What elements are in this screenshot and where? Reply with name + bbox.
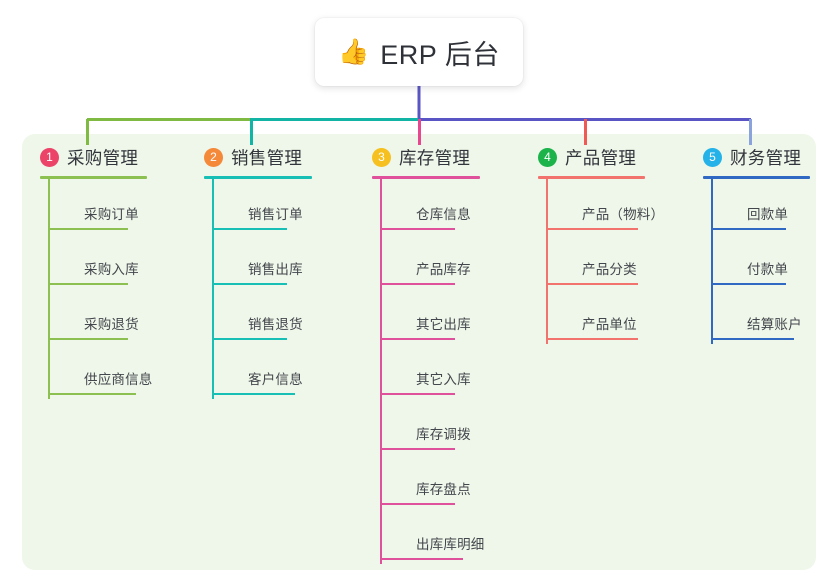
leaf-item-label: 库存盘点 bbox=[416, 482, 471, 497]
column-title: 财务管理 bbox=[730, 147, 802, 168]
leaf-item-label: 付款单 bbox=[747, 262, 789, 277]
leaf-item-underline bbox=[380, 558, 463, 560]
column-header-5[interactable]: 5 财务管理 bbox=[703, 145, 801, 169]
leaf-item-label: 销售订单 bbox=[248, 207, 303, 222]
leaf-item-label: 回款单 bbox=[747, 207, 789, 222]
leaf-item-underline bbox=[380, 338, 455, 340]
column-number-badge: 2 bbox=[204, 147, 223, 167]
leaf-item-label: 客户信息 bbox=[248, 372, 303, 387]
diagram-background-panel bbox=[22, 134, 816, 570]
column-5: 5 财务管理回款单付款单结算账户 bbox=[703, 145, 810, 344]
root-node-card[interactable]: 👍 ERP 后台 bbox=[315, 18, 523, 86]
leaf-item-label: 其它出库 bbox=[416, 317, 471, 332]
column-underline bbox=[204, 176, 312, 179]
leaf-item-underline bbox=[212, 283, 287, 285]
leaf-item-label: 库存调拨 bbox=[416, 427, 471, 442]
leaf-item-underline bbox=[546, 283, 638, 285]
leaf-item-underline bbox=[711, 338, 794, 340]
leaf-item-underline bbox=[380, 393, 455, 395]
leaf-item-label: 供应商信息 bbox=[84, 372, 153, 387]
leaf-item-label: 仓库信息 bbox=[416, 207, 471, 222]
column-spine bbox=[711, 179, 713, 344]
column-spine bbox=[380, 179, 382, 564]
thumbs-up-icon: 👍 bbox=[338, 37, 370, 66]
leaf-item-underline bbox=[48, 393, 136, 395]
leaf-item-underline bbox=[48, 283, 128, 285]
leaf-item-underline bbox=[380, 228, 455, 230]
leaf-item-underline bbox=[48, 338, 128, 340]
leaf-item-label: 产品（物料） bbox=[582, 207, 665, 222]
leaf-item-underline bbox=[48, 228, 128, 230]
column-header-4[interactable]: 4 产品管理 bbox=[538, 145, 636, 169]
leaf-item-label: 采购退货 bbox=[84, 317, 139, 332]
column-underline bbox=[703, 176, 810, 179]
column-header-1[interactable]: 1 采购管理 bbox=[40, 145, 138, 169]
column-4: 4 产品管理产品（物料） 产品分类产品单位 bbox=[538, 145, 664, 344]
column-title: 库存管理 bbox=[399, 147, 471, 168]
leaf-item-label: 其它入库 bbox=[416, 372, 471, 387]
leaf-item-underline bbox=[711, 283, 786, 285]
column-spine bbox=[48, 179, 50, 399]
column-underline bbox=[40, 176, 147, 179]
column-underline bbox=[372, 176, 480, 179]
column-number-badge: 1 bbox=[40, 147, 59, 167]
leaf-item-underline bbox=[380, 283, 455, 285]
leaf-item-label: 出库库明细 bbox=[416, 537, 485, 552]
leaf-item-label: 产品单位 bbox=[582, 317, 637, 332]
leaf-item-underline bbox=[711, 228, 786, 230]
column-underline bbox=[538, 176, 645, 179]
leaf-item-label: 销售出库 bbox=[248, 262, 303, 277]
leaf-item-underline bbox=[380, 503, 455, 505]
column-title: 采购管理 bbox=[67, 147, 139, 168]
leaf-item-label: 销售退货 bbox=[248, 317, 303, 332]
column-number-badge: 3 bbox=[372, 147, 391, 167]
column-number-badge: 4 bbox=[538, 147, 557, 167]
leaf-item-label: 产品分类 bbox=[582, 262, 637, 277]
column-spine bbox=[546, 179, 548, 344]
column-3: 3 库存管理仓库信息产品库存其它出库其它入库库存调拨库存盘点出库库明细 bbox=[372, 145, 484, 564]
column-header-2[interactable]: 2 销售管理 bbox=[204, 145, 302, 169]
column-number-badge: 5 bbox=[703, 147, 722, 167]
column-title: 销售管理 bbox=[231, 147, 303, 168]
leaf-item-underline bbox=[380, 448, 455, 450]
column-spine bbox=[212, 179, 214, 399]
column-1: 1 采购管理采购订单采购入库采购退货供应商信息 bbox=[40, 145, 152, 399]
leaf-item-label: 结算账户 bbox=[747, 317, 802, 332]
leaf-item-label: 采购入库 bbox=[84, 262, 139, 277]
leaf-item-label: 产品库存 bbox=[416, 262, 471, 277]
leaf-item-underline bbox=[546, 338, 638, 340]
column-header-3[interactable]: 3 库存管理 bbox=[372, 145, 470, 169]
leaf-item-underline bbox=[212, 228, 287, 230]
root-node-content: 👍 ERP 后台 bbox=[338, 33, 500, 72]
column-2: 2 销售管理销售订单销售出库销售退货客户信息 bbox=[204, 145, 312, 399]
column-title: 产品管理 bbox=[565, 147, 637, 168]
root-title: ERP 后台 bbox=[380, 39, 500, 70]
leaf-item-label: 采购订单 bbox=[84, 207, 139, 222]
leaf-item-underline bbox=[212, 393, 295, 395]
leaf-item-underline bbox=[546, 228, 638, 230]
leaf-item-underline bbox=[212, 338, 287, 340]
